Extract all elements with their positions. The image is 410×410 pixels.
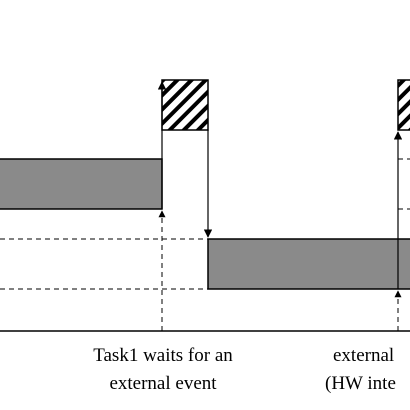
task1-caption-line1: Task1 waits for an: [93, 345, 233, 366]
task2-execution-bar: [207, 238, 410, 290]
task1-execution-bar: [0, 158, 163, 210]
event-caption-line1: external: [333, 345, 394, 366]
kernel-block-2: [397, 79, 410, 131]
task1-caption-line2: external event: [109, 373, 217, 394]
event-caption-line2: (HW inte: [325, 373, 396, 394]
kernel-block-1: [161, 79, 209, 131]
